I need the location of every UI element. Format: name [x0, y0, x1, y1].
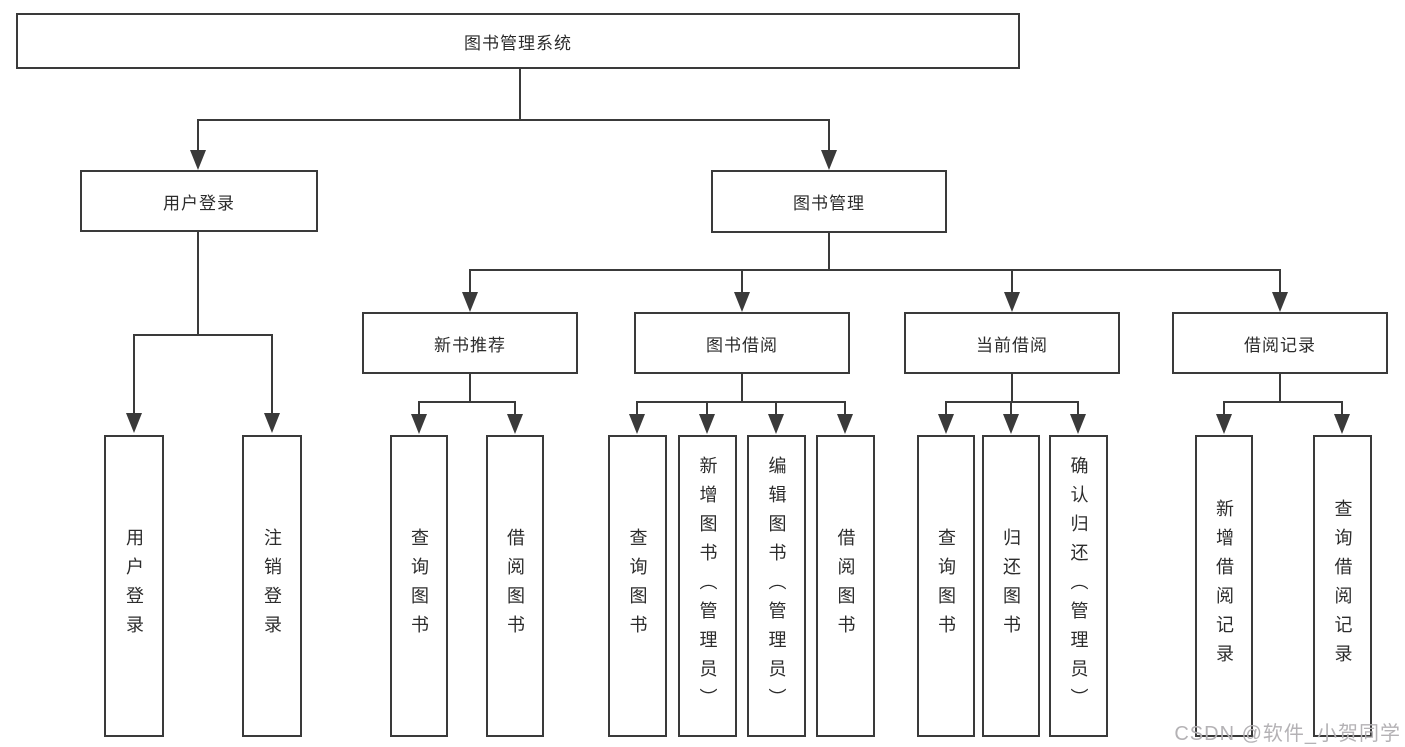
- connector-line: [741, 374, 743, 403]
- arrow-down-icon: [126, 413, 142, 433]
- arrow-down-icon: [507, 414, 523, 434]
- arrow-down-icon: [1004, 292, 1020, 312]
- node-borrow-records-label: 借阅记录: [1244, 335, 1316, 355]
- leaf-add-borrow-record: 新增借阅记录: [1195, 435, 1253, 737]
- csdn-watermark: CSDN @软件_小贺同学: [1174, 723, 1401, 745]
- arrow-down-icon: [768, 414, 784, 434]
- connector-line: [469, 269, 471, 294]
- arrow-down-icon: [1334, 414, 1350, 434]
- leaf-confirm-return-admin-label: 确认归还（管理员）: [1068, 455, 1089, 717]
- connector-line: [828, 233, 830, 271]
- node-book-borrow: 图书借阅: [634, 312, 850, 374]
- connector-line: [1077, 401, 1079, 417]
- leaf-add-borrow-record-label: 新增借阅记录: [1214, 499, 1234, 673]
- leaf-query-books-2-label: 查询图书: [627, 528, 648, 644]
- leaf-borrow-books-1: 借阅图书: [486, 435, 544, 737]
- leaf-return-books: 归还图书: [982, 435, 1040, 737]
- connector-line: [636, 401, 638, 417]
- connector-line: [469, 374, 471, 403]
- arrow-down-icon: [1216, 414, 1232, 434]
- connector-line: [197, 119, 830, 121]
- connector-line: [1011, 269, 1013, 294]
- node-root: 图书管理系统: [16, 13, 1020, 69]
- leaf-user-login-label: 用户登录: [124, 528, 144, 644]
- connector-line: [418, 401, 516, 403]
- connector-line: [519, 68, 521, 121]
- leaf-return-books-label: 归还图书: [1001, 528, 1021, 644]
- arrow-down-icon: [1070, 414, 1086, 434]
- connector-line: [1279, 269, 1281, 294]
- arrow-down-icon: [629, 414, 645, 434]
- connector-line: [1011, 374, 1013, 403]
- connector-line: [775, 401, 777, 417]
- leaf-borrow-books-2: 借阅图书: [816, 435, 875, 737]
- arrow-down-icon: [411, 414, 427, 434]
- connector-line: [133, 334, 135, 415]
- arrow-down-icon: [462, 292, 478, 312]
- connector-line: [844, 401, 846, 417]
- arrow-down-icon: [837, 414, 853, 434]
- arrow-down-icon: [264, 413, 280, 433]
- connector-line: [636, 401, 846, 403]
- leaf-query-books-3: 查询图书: [917, 435, 975, 737]
- connector-line: [828, 119, 830, 153]
- connector-line: [133, 334, 273, 336]
- connector-line: [271, 334, 273, 415]
- connector-line: [197, 119, 199, 153]
- arrow-down-icon: [699, 414, 715, 434]
- node-book-management-label: 图书管理: [793, 194, 865, 213]
- leaf-logout-label: 注销登录: [262, 528, 282, 644]
- leaf-query-books-2: 查询图书: [608, 435, 667, 737]
- arrow-down-icon: [938, 414, 954, 434]
- connector-line: [1223, 401, 1343, 403]
- arrow-down-icon: [734, 292, 750, 312]
- connector-line: [741, 269, 743, 294]
- leaf-query-books-3-label: 查询图书: [936, 528, 956, 644]
- connector-line: [197, 232, 199, 336]
- node-new-book-recommend-label: 新书推荐: [434, 335, 506, 355]
- connector-line: [1279, 374, 1281, 403]
- leaf-edit-books-admin: 编辑图书（管理员）: [747, 435, 806, 737]
- leaf-borrow-books-1-label: 借阅图书: [505, 528, 525, 644]
- node-user-login: 用户登录: [80, 170, 318, 232]
- connector-line: [945, 401, 947, 417]
- node-borrow-records: 借阅记录: [1172, 312, 1388, 374]
- arrow-down-icon: [1003, 414, 1019, 434]
- connector-line: [1010, 401, 1012, 417]
- leaf-user-login: 用户登录: [104, 435, 164, 737]
- node-new-book-recommend: 新书推荐: [362, 312, 578, 374]
- leaf-query-books-1: 查询图书: [390, 435, 448, 737]
- arrow-down-icon: [190, 150, 206, 170]
- arrow-down-icon: [821, 150, 837, 170]
- leaf-confirm-return-admin: 确认归还（管理员）: [1049, 435, 1108, 737]
- leaf-query-borrow-record-label: 查询借阅记录: [1332, 499, 1353, 673]
- connector-line: [706, 401, 708, 417]
- leaf-query-borrow-record: 查询借阅记录: [1313, 435, 1372, 737]
- connector-line: [945, 401, 1079, 403]
- node-current-borrow: 当前借阅: [904, 312, 1120, 374]
- connector-line: [514, 401, 516, 417]
- leaf-add-books-admin: 新增图书（管理员）: [678, 435, 737, 737]
- leaf-add-books-admin-label: 新增图书（管理员）: [697, 455, 718, 717]
- leaf-borrow-books-2-label: 借阅图书: [835, 528, 856, 644]
- node-book-management: 图书管理: [711, 170, 947, 233]
- connector-line: [1223, 401, 1225, 417]
- node-book-borrow-label: 图书借阅: [706, 335, 778, 355]
- connector-line: [1341, 401, 1343, 417]
- leaf-query-books-1-label: 查询图书: [409, 528, 429, 644]
- node-current-borrow-label: 当前借阅: [976, 335, 1048, 355]
- leaf-edit-books-admin-label: 编辑图书（管理员）: [766, 455, 787, 717]
- leaf-logout: 注销登录: [242, 435, 302, 737]
- node-user-login-label: 用户登录: [163, 193, 235, 213]
- arrow-down-icon: [1272, 292, 1288, 312]
- node-root-label: 图书管理系统: [464, 33, 572, 53]
- connector-line: [418, 401, 420, 417]
- connector-line: [469, 269, 1281, 271]
